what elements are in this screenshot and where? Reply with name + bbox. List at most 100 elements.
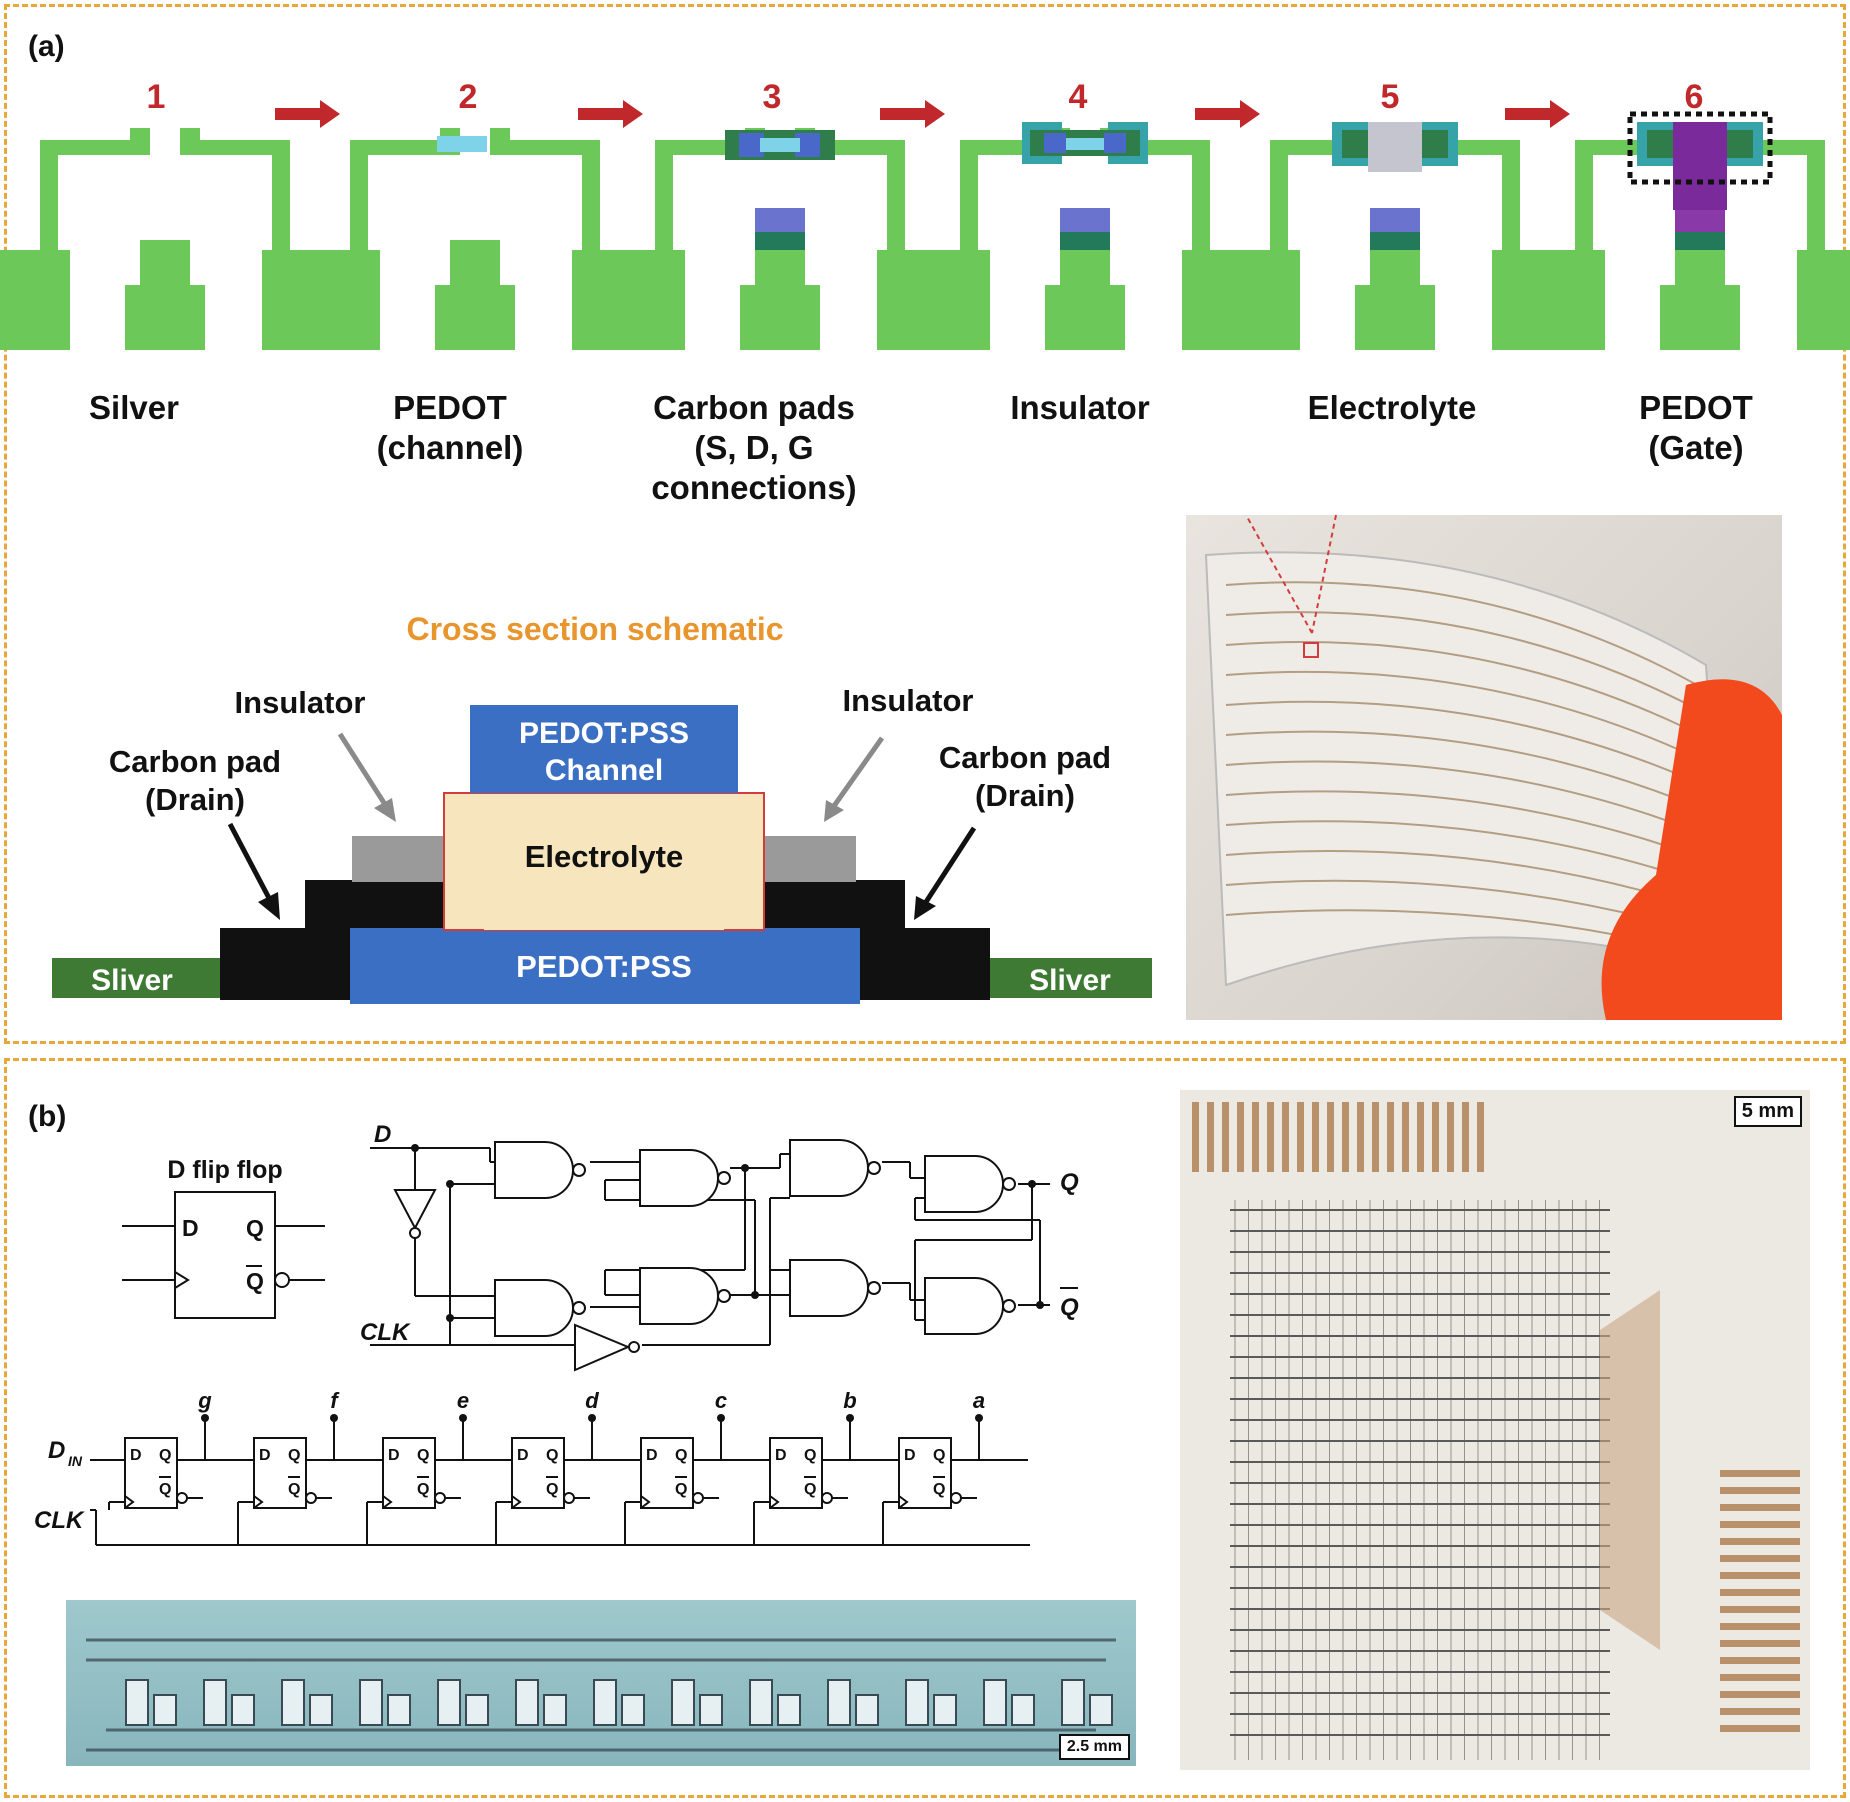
circuit-label-clk: CLK [360,1319,411,1346]
pedot-pss-channel [470,705,738,793]
shift-dff-d: D [904,1447,916,1464]
photo-cell [855,1694,879,1726]
shift-dff-d: D [775,1447,787,1464]
insulator-arrow-right [831,736,885,808]
photo-cell [437,1679,461,1726]
arrow-icon [880,100,945,128]
shift-dff-d: D [259,1447,271,1464]
contact-finger [1720,1657,1800,1664]
contact-finger [1720,1521,1800,1528]
photo-cell [827,1679,851,1726]
arrow-icon [275,100,340,128]
channel-label-line1: PEDOT:PSS [519,717,689,750]
scale-bar-bottom: 2.5 mm [1058,1734,1130,1760]
contact-finger [1252,1102,1259,1172]
shift-dff-q: Q [546,1447,558,1464]
contact-finger [1207,1102,1214,1172]
shift-dff-qbar: Q [933,1481,945,1498]
step-4-device [920,122,1252,350]
photo-cell [1061,1679,1085,1726]
contact-finger [1267,1102,1274,1172]
shift-dff-q: Q [675,1447,687,1464]
step-number-1: 1 [146,78,166,116]
cross-section-schematic: Cross section schematic PEDOT:PSS Channe… [52,611,1152,1004]
insulator-arrow-left [337,732,389,808]
shift-clk-label: CLK [34,1507,85,1534]
step-6-device [1535,111,1850,350]
photo-cell [777,1694,801,1726]
photo-cell [933,1694,957,1726]
dff-pin-qbar: Q [246,1268,264,1294]
carbon-arrow-right [923,826,977,904]
shift-output-label: b [843,1390,856,1413]
shift-dff-q: Q [804,1447,816,1464]
contact-finger [1282,1102,1289,1172]
step-number-4: 4 [1068,78,1088,116]
circuit-label-qbar: Q [1060,1294,1079,1321]
contact-finger [1432,1102,1439,1172]
contact-finger [1720,1572,1800,1579]
photo-cell [359,1679,383,1726]
carbon-label-right-line1: Carbon pad [939,740,1111,775]
arrow-icon [578,100,643,128]
step-number-6: 6 [1684,78,1704,116]
photo-cell [1011,1694,1035,1726]
contact-finger [1720,1725,1800,1732]
contact-finger [1720,1708,1800,1715]
contact-finger [1372,1102,1379,1172]
step-3-device [615,128,947,350]
channel-label-line2: Channel [545,754,663,787]
photo-cell [465,1694,489,1726]
photo-cell [1089,1694,1113,1726]
photo-cell [387,1694,411,1726]
contact-finger [1720,1623,1800,1630]
fabrication-steps-diagram [0,100,1850,350]
contact-finger [1222,1102,1229,1172]
panel-a-label: (a) [28,30,65,63]
shift-dff-d: D [646,1447,658,1464]
contact-finger [1237,1102,1244,1172]
photo-cell [125,1679,149,1726]
dff-circuit: D Q Q CLK [360,1121,1079,1372]
shift-dff-qbar: Q [675,1481,687,1498]
contact-finger [1462,1102,1469,1172]
shift-register-photo-traces [86,1638,1116,1752]
contact-finger [1720,1691,1800,1698]
contact-finger [1720,1606,1800,1613]
din-subscript: IN [68,1453,83,1469]
step-5-device [1230,122,1562,350]
electrolyte-label: Electrolyte [525,839,684,874]
silver-label-right: Sliver [1029,964,1111,997]
shift-output-label: d [585,1390,599,1413]
photo-cell [621,1694,645,1726]
photo-cell [309,1694,333,1726]
shift-dff-q: Q [933,1447,945,1464]
photo-cell [749,1679,773,1726]
electrolyte-fill [484,836,724,930]
step-number-2: 2 [458,78,478,116]
contact-finger [1720,1640,1800,1647]
panel-b [4,1058,1846,1798]
carbon-label-left-line1: Carbon pad [109,744,281,779]
arrow-icon [1195,100,1260,128]
contact-finger [1447,1102,1454,1172]
photo-cell [593,1679,617,1726]
contact-finger [1720,1504,1800,1511]
step-label-2: PEDOT (channel) [376,389,524,466]
circuit-label-q: Q [1060,1169,1079,1196]
dff-pin-d: D [182,1215,199,1241]
shift-dff-qbar: Q [417,1481,429,1498]
step-label-6: PEDOT (Gate) [1639,389,1753,466]
photo-cell [203,1679,227,1726]
highlight-box [1627,111,1773,185]
dff-title: D flip flop [167,1156,282,1184]
arrow-icon [1505,100,1570,128]
step-1-device [0,128,332,350]
shift-output-label: g [197,1390,212,1413]
contact-finger [1477,1102,1484,1172]
contact-finger [1720,1470,1800,1477]
